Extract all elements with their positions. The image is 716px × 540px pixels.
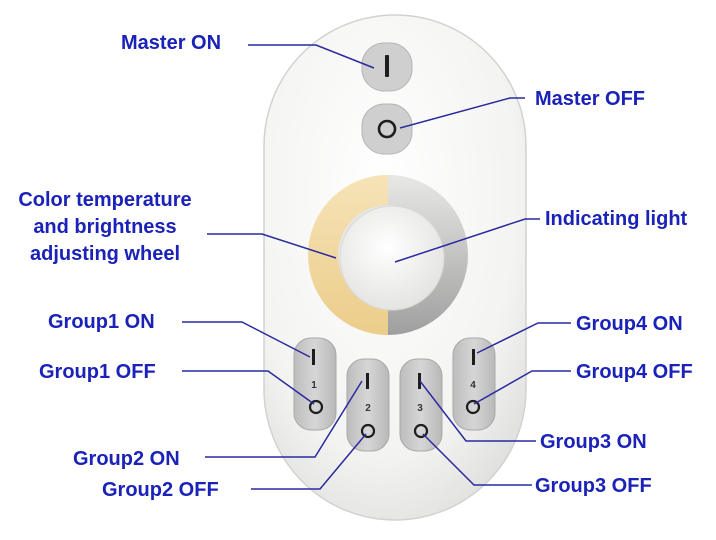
- leader-master-on: [248, 44, 375, 69]
- power-off-icon: [377, 119, 397, 139]
- group1-button-pair[interactable]: 1: [293, 337, 337, 431]
- label-wheel-line2: and brightness: [33, 216, 177, 238]
- leader-indicating-light: [394, 218, 540, 263]
- wheel-warm-half: [308, 175, 388, 335]
- label-master-on: Master ON: [121, 32, 222, 54]
- label-wheel: Color temperature and brightness adjusti…: [0, 187, 210, 268]
- label-group4-on: Group4 ON: [576, 313, 683, 335]
- label-group3-off: Group3 OFF: [535, 475, 652, 497]
- indicating-light: [339, 205, 445, 311]
- leader-group2-on: [205, 380, 363, 458]
- leader-group3-on: [419, 380, 536, 442]
- label-group3-on: Group3 ON: [540, 431, 647, 453]
- power-off-icon: [413, 423, 429, 439]
- leader-wheel: [207, 233, 337, 259]
- group2-button-pair[interactable]: 2: [346, 358, 390, 452]
- leader-group3-off: [422, 433, 532, 486]
- label-wheel-line3: adjusting wheel: [29, 243, 181, 265]
- group4-number: 4: [470, 380, 476, 391]
- label-group2-off: Group2 OFF: [102, 479, 219, 501]
- leader-master-off: [399, 97, 525, 129]
- label-master-off: Master OFF: [535, 88, 646, 110]
- label-group1-off: Group1 OFF: [39, 361, 156, 383]
- group2-number: 2: [365, 403, 371, 414]
- label-indicating-light: Indicating light: [545, 208, 688, 230]
- power-off-icon: [308, 399, 324, 415]
- leader-group4-off: [473, 370, 571, 405]
- leader-group1-off: [182, 370, 315, 405]
- color-temperature-wheel[interactable]: [308, 175, 468, 335]
- label-wheel-line1: Color temperature: [18, 189, 192, 211]
- label-group1-on: Group1 ON: [48, 311, 155, 333]
- power-on-icon: [418, 373, 421, 389]
- leader-group4-on: [476, 322, 571, 354]
- power-off-icon: [360, 423, 376, 439]
- power-on-icon: [385, 55, 389, 77]
- group1-number: 1: [311, 380, 317, 391]
- group3-button-pair[interactable]: 3: [399, 358, 443, 452]
- power-on-icon: [472, 349, 475, 365]
- wheel-cool-half: [388, 175, 468, 335]
- power-on-icon: [312, 349, 315, 365]
- leader-group2-off: [251, 433, 367, 490]
- master-on-button[interactable]: [361, 42, 413, 92]
- group4-button-pair[interactable]: 4: [452, 337, 496, 431]
- label-group2-on: Group2 ON: [73, 448, 180, 470]
- master-off-button[interactable]: [361, 103, 413, 155]
- leader-lines: [182, 44, 571, 490]
- group3-number: 3: [417, 403, 423, 414]
- power-on-icon: [366, 373, 369, 389]
- leader-group1-on: [182, 321, 311, 358]
- label-group4-off: Group4 OFF: [576, 361, 693, 383]
- power-off-icon: [465, 399, 481, 415]
